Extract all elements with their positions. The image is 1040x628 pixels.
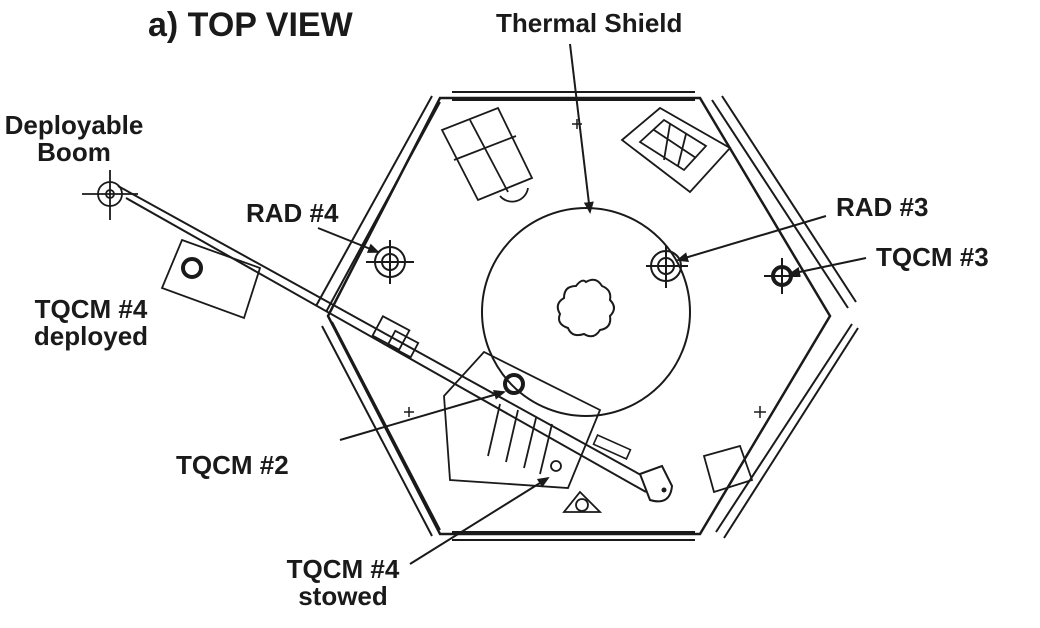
deployable-boom bbox=[117, 185, 651, 493]
label-deployable-boom-line1: Deployable bbox=[4, 110, 144, 140]
lower-instrument-plate bbox=[443, 350, 602, 489]
tqcm2-sensor bbox=[503, 373, 525, 395]
label-rad3: RAD #3 bbox=[836, 192, 929, 222]
label-thermal-shield: Thermal Shield bbox=[496, 8, 683, 38]
label-tqcm4-deployed-line2: deployed bbox=[33, 321, 149, 352]
boom-tip-sensor bbox=[82, 170, 138, 220]
fastener-marks bbox=[404, 119, 766, 418]
label-deployable-boom: Deployable Boom bbox=[4, 110, 144, 168]
label-tqcm4-deployed: TQCM #4 deployed bbox=[16, 294, 166, 352]
label-tqcm4-stowed-line2: stowed bbox=[298, 581, 388, 612]
side-panels bbox=[315, 91, 859, 541]
rad3-sensor bbox=[646, 246, 688, 288]
instrument-box-top-left bbox=[440, 106, 534, 203]
label-rad4: RAD #4 bbox=[246, 198, 339, 228]
square-panel-lower-right bbox=[702, 444, 754, 494]
label-tqcm4-stowed: TQCM #4 stowed bbox=[268, 554, 418, 612]
callout-arrows bbox=[317, 43, 867, 565]
label-tqcm3: TQCM #3 bbox=[876, 242, 989, 272]
label-tqcm2: TQCM #2 bbox=[176, 450, 289, 480]
central-ring bbox=[556, 278, 615, 338]
label-tqcm4-deployed-line1: TQCM #4 bbox=[34, 294, 148, 324]
diagram-title: a) TOP VIEW bbox=[148, 6, 353, 44]
tqcm4-deployed-plate bbox=[160, 238, 262, 320]
label-tqcm4-stowed-line1: TQCM #4 bbox=[286, 554, 400, 584]
hexagon-body bbox=[326, 96, 832, 536]
boom-end-cap bbox=[638, 464, 674, 503]
grid-instrument-top-right bbox=[620, 106, 732, 194]
label-deployable-boom-line2: Boom bbox=[37, 137, 111, 168]
tqcm4-deployed-sensor bbox=[181, 257, 203, 279]
tqcm3-sensor bbox=[764, 258, 800, 294]
boom-bracket bbox=[592, 434, 632, 460]
bottom-triangle-instrument bbox=[562, 490, 603, 513]
rad4-sensor bbox=[366, 240, 414, 284]
boom-hinge-clamp bbox=[371, 315, 420, 359]
